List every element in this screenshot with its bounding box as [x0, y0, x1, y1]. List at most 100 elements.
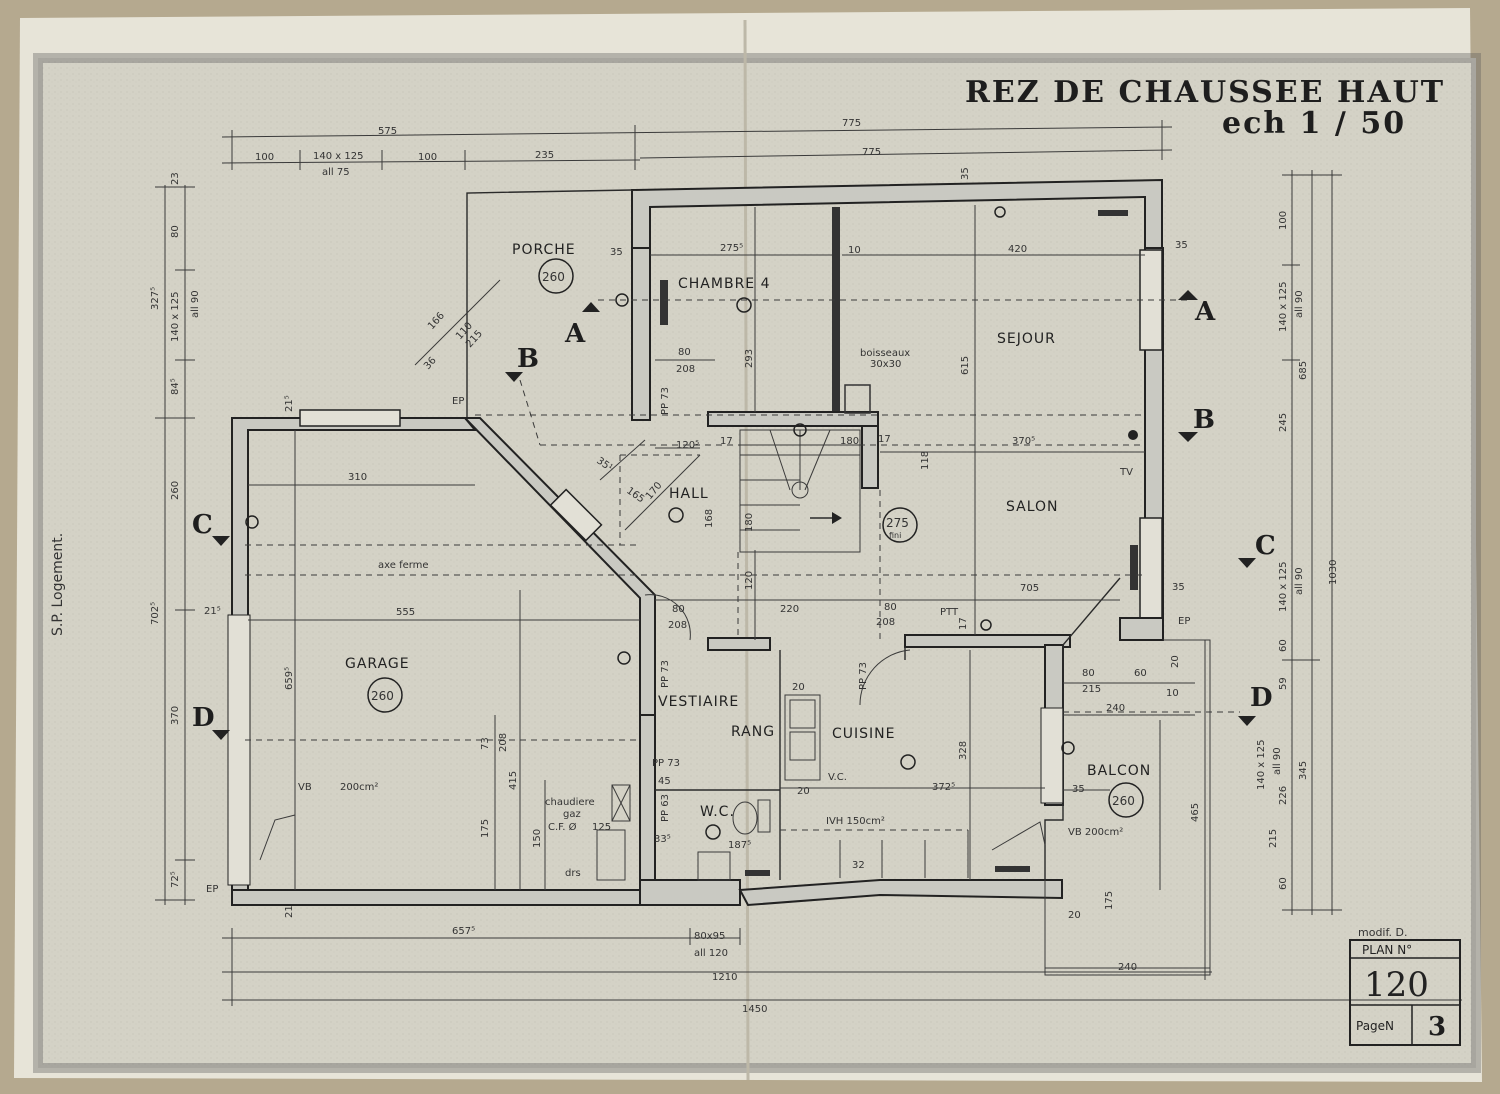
- dim-bot-215: 21⁵: [284, 901, 295, 918]
- title-block: modif. D. PLAN N° 120 PageN 3: [1349, 926, 1461, 1046]
- note-ep-1: EP: [452, 396, 464, 407]
- dim-top-35: 35: [960, 167, 971, 180]
- dim-left-140x125: 140 x 125: [170, 292, 181, 342]
- side-note: S.P. Logement.: [50, 533, 66, 636]
- dim-ch-293: 293: [744, 349, 755, 368]
- note-vb-garage: VB: [298, 782, 312, 793]
- dim-hall-3705: 370⁵: [1012, 436, 1035, 447]
- dim-gar-73: 73: [480, 737, 491, 750]
- note-pp63: PP 63: [660, 794, 671, 822]
- section-c-left: C: [192, 510, 213, 540]
- room-vestiaire: VESTIAIRE: [658, 694, 739, 710]
- dim-ch-35r: 35: [1175, 240, 1188, 251]
- room-hall: HALL: [669, 486, 709, 502]
- note-pp73-b: PP 73: [660, 660, 671, 688]
- right-dimensions: 100 140 x 125 all 90 245 685 1030 140 x …: [1190, 170, 1342, 915]
- note-vb-garage-area: 200cm²: [340, 782, 378, 793]
- dim-right-59: 59: [1278, 677, 1289, 690]
- note-vb-balcon: VB 200cm²: [1068, 827, 1123, 838]
- dim-right-all90c: all 90: [1272, 747, 1283, 775]
- dim-right-465: 465: [1190, 803, 1201, 822]
- plan-scale: ech 1 / 50: [1222, 106, 1406, 141]
- note-vmh: IVH 150cm²: [826, 816, 885, 827]
- dim-hall-208: 208: [676, 364, 695, 375]
- dim-hall-180v: 180: [744, 513, 755, 532]
- dim-top-100b: 100: [418, 152, 437, 163]
- dim-ch-615: 615: [960, 356, 971, 375]
- dim-bal-10: 10: [1166, 688, 1179, 699]
- note-tv: TV: [1119, 467, 1133, 478]
- photocopy-frame: [33, 53, 1481, 1073]
- dim-bal-60: 60: [1134, 668, 1147, 679]
- dim-right-100: 100: [1278, 211, 1289, 230]
- section-b-right: B: [1193, 405, 1215, 435]
- note-ptt: PTT: [940, 607, 959, 618]
- height-porche: 260: [542, 270, 565, 284]
- dim-gar-310: 310: [348, 472, 367, 483]
- room-porche: PORCHE: [512, 242, 576, 258]
- note-ep-3: EP: [1178, 616, 1190, 627]
- dim-bal-215: 215: [1082, 684, 1101, 695]
- section-b-left: B: [517, 344, 539, 374]
- dim-hall-180: 180: [840, 436, 859, 447]
- room-sejour: SEJOUR: [997, 331, 1056, 347]
- section-c-right: C: [1255, 531, 1276, 561]
- dim-bal-35: 35: [1072, 784, 1085, 795]
- note-cf: C.F. Ø: [548, 821, 577, 833]
- dim-top-100a: 100: [255, 152, 274, 163]
- section-markers: A A B B C C D D: [192, 290, 1276, 740]
- room-rang: RANG: [731, 724, 775, 740]
- dim-top-775a: 775: [842, 118, 861, 129]
- stamp-plan-number: 120: [1364, 965, 1429, 1005]
- note-gaz: gaz: [563, 809, 581, 820]
- dim-right-345: 345: [1298, 761, 1309, 780]
- dim-bot-20: 20: [1068, 910, 1081, 921]
- dim-cui-20: 20: [792, 682, 805, 693]
- stamp-page-label: PageN: [1356, 1019, 1394, 1033]
- dim-top-775b: 775: [862, 147, 881, 158]
- dim-salon-705: 705: [1020, 583, 1039, 594]
- dim-hall-80: 80: [678, 347, 691, 358]
- note-axe-ferme: axe ferme: [378, 560, 429, 571]
- dim-right-all90: all 90: [1294, 290, 1305, 318]
- walls: [227, 178, 1211, 976]
- height-hall-sub: fini: [889, 531, 901, 540]
- dim-gar-150: 150: [532, 829, 543, 848]
- dim-gar-415: 415: [508, 771, 519, 790]
- note-pp73-a: PP 73: [660, 387, 671, 415]
- dim-top-all75: all 75: [322, 167, 350, 178]
- dim-right-245: 245: [1278, 413, 1289, 432]
- dim-left-23: 23: [170, 172, 181, 185]
- dim-bot-80x95: 80x95: [694, 931, 725, 942]
- note-ep-2: EP: [206, 884, 218, 895]
- dim-gar-215b: 21⁵: [204, 606, 221, 617]
- dim-mid-220: 220: [780, 604, 799, 615]
- dim-cui-32: 32: [852, 860, 865, 871]
- dim-gar-555: 555: [396, 607, 415, 618]
- dim-right-140x125c: 140 x 125: [1256, 740, 1267, 790]
- dim-right-685: 685: [1298, 361, 1309, 380]
- dim-bal-20: 20: [1170, 655, 1181, 668]
- dim-bal-175: 175: [1104, 891, 1115, 910]
- dim-gar-215: 21⁵: [284, 395, 295, 412]
- note-chaudiere: chaudiere: [545, 797, 595, 808]
- room-salon: SALON: [1006, 499, 1059, 515]
- dim-hall-1205: 120⁵: [676, 440, 699, 451]
- dim-right-140x125b: 140 x 125: [1278, 562, 1289, 612]
- plan-title: REZ DE CHAUSSEE HAUT: [965, 75, 1445, 110]
- dim-wc-45: 45: [658, 776, 671, 787]
- dim-left-260: 260: [170, 481, 181, 500]
- dim-top-575: 575: [378, 126, 397, 137]
- left-dimensions: 23 80 327⁵ 140 x 125 all 90 84⁵ 260 702⁵…: [150, 172, 201, 905]
- dim-left-3275: 327⁵: [150, 287, 161, 310]
- section-a-right: A: [1194, 297, 1216, 327]
- dim-top-235: 235: [535, 150, 554, 161]
- height-markers: 260 260 260 275 fini: [367, 258, 1144, 818]
- dim-hall-118: 118: [920, 451, 931, 470]
- dim-left-7025: 702⁵: [150, 602, 161, 625]
- stamp-plan-label: PLAN N°: [1362, 943, 1412, 957]
- dim-salon-35: 35: [1172, 582, 1185, 593]
- top-dimensions: 575 775 775 100 140 x 125 all 75 100 235…: [221, 118, 1173, 180]
- dim-right-60b: 60: [1278, 877, 1289, 890]
- section-d-right: D: [1250, 683, 1273, 713]
